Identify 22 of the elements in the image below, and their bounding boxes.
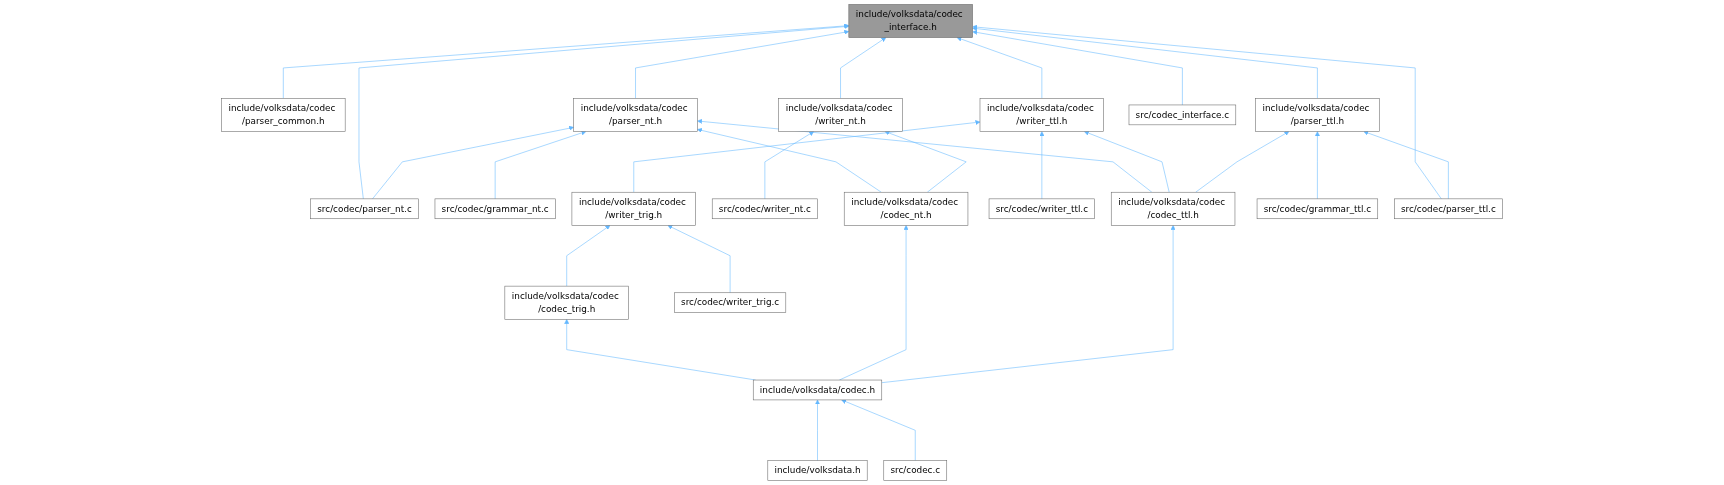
node-box [1255, 98, 1380, 132]
node-box [844, 191, 969, 226]
node-box [979, 98, 1105, 132]
node-box [1256, 198, 1379, 219]
node-box [571, 191, 696, 226]
node-box [310, 198, 419, 219]
node-box [1394, 198, 1503, 219]
node-box [504, 285, 629, 320]
node-box [573, 98, 698, 132]
node-box [221, 98, 346, 132]
node-box [674, 292, 787, 313]
include-graph: include/volksdata/codec _interface.h include/volksdata/codec /parser_common.h include/volksdata/codec /parser_nt.h include/volksdata/codec /writer_nt.h include/volksdata/codec /writer_ttl.h include/volksdata/codec /parser_ttl.h src/codec_interface.c src/codec/parser_nt.c src/codec/grammar_nt.c include/volksdata/codec /codec_nt.h src/codec/writer_nt.c include/volksdata/codec /writer_trig.h src/codec/writer_ttl.c include/volksdata/codec /codec_ttl.h src/codec/grammar_ttl.c src/codec/parser_ttl.c include/volksdata/codec /codec_trig.h src/codec/writer_trig.c include/volksdata/codec.h include/volksdata.h src/codec.c [217, 0, 1507, 485]
node-box [883, 460, 948, 481]
node-box [1128, 104, 1237, 126]
node-box [712, 198, 818, 219]
node-box [1111, 191, 1236, 226]
node-box [848, 4, 973, 38]
node-box [767, 460, 868, 481]
node-box [778, 98, 903, 132]
node-box [988, 198, 1095, 219]
node-box [753, 379, 883, 401]
node-box [434, 198, 556, 219]
